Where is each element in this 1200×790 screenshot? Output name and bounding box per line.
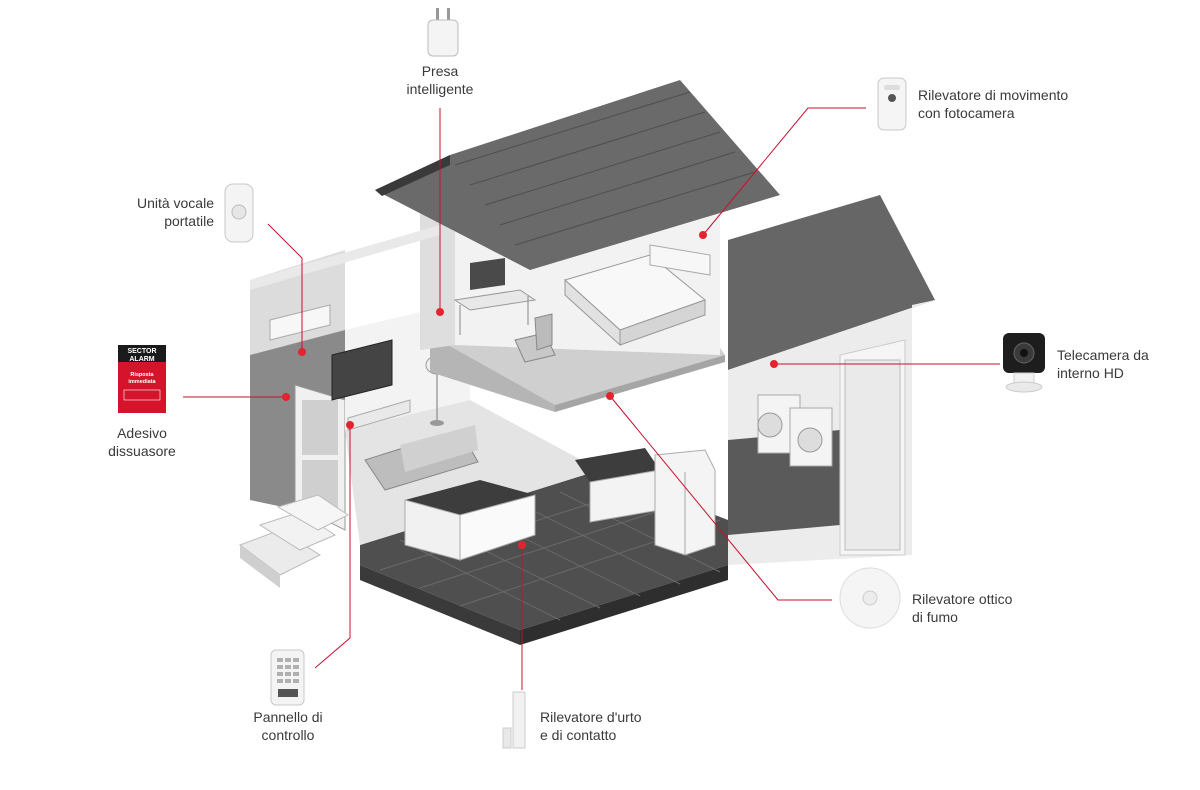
- callout-dots: [282, 231, 778, 549]
- label-sticker-line2: dissuasore: [108, 443, 176, 459]
- contact-sensor-icon: [502, 691, 526, 749]
- label-motion-camera: Rilevatore di movimento con fotocamera: [918, 86, 1118, 122]
- label-voice-unit-line2: portatile: [164, 213, 214, 229]
- label-smoke-detector-line1: Rilevatore ottico: [912, 591, 1013, 607]
- label-smoke-detector-line2: di fumo: [912, 609, 958, 625]
- label-control-panel-line1: Pannello di: [253, 709, 323, 725]
- entry-steps: [238, 494, 349, 588]
- dot-smart-plug: [436, 308, 444, 316]
- callout-line-smoke-detector: [609, 395, 832, 601]
- label-smart-plug-line1: Presa: [421, 63, 459, 79]
- callout-line-voice-unit: [267, 223, 303, 352]
- label-smart-plug-line2: intelligente: [406, 81, 474, 97]
- dot-motion-camera: [699, 231, 707, 239]
- label-hd-camera: Telecamera da interno HD: [1057, 346, 1187, 382]
- callout-line-control-panel: [314, 425, 351, 669]
- label-shock-contact-line1: Rilevatore d'urto: [540, 709, 642, 725]
- hd-camera-icon: [1003, 333, 1045, 393]
- smart-plug-icon: [427, 8, 459, 57]
- dot-shock-contact: [518, 541, 526, 549]
- label-shock-contact: Rilevatore d'urto e di contatto: [540, 708, 680, 744]
- label-smoke-detector: Rilevatore ottico di fumo: [912, 590, 1062, 626]
- label-shock-contact-line2: e di contatto: [540, 727, 617, 743]
- dot-control-panel: [346, 421, 354, 429]
- label-motion-camera-line2: con fotocamera: [918, 105, 1015, 121]
- back-wall: [250, 225, 440, 290]
- voice-unit-icon: [224, 183, 254, 243]
- sticker-text-1: Risposta: [130, 372, 154, 378]
- label-control-panel: Pannello di controllo: [238, 708, 338, 744]
- house-illustration: [238, 80, 935, 645]
- dot-voice-unit: [298, 348, 306, 356]
- sticker-text-2: immediata: [128, 379, 156, 385]
- label-hd-camera-line1: Telecamera da: [1057, 347, 1149, 363]
- callout-lines: [183, 107, 1000, 690]
- label-control-panel-line2: controllo: [261, 727, 315, 743]
- dot-hd-camera: [770, 360, 778, 368]
- callout-line-motion-camera: [702, 107, 866, 236]
- smoke-detector-icon: [839, 567, 901, 629]
- label-voice-unit-line1: Unità vocale: [136, 195, 214, 211]
- label-hd-camera-line2: interno HD: [1057, 365, 1124, 381]
- main-roof: [375, 80, 780, 270]
- laundry-annex: [728, 195, 935, 565]
- label-sticker-line1: Adesivo: [117, 425, 167, 441]
- label-voice-unit: Unità vocale portatile: [96, 194, 214, 230]
- dot-sticker: [282, 393, 290, 401]
- keypad-icon: [270, 649, 305, 706]
- motion-camera-icon: [877, 77, 907, 131]
- label-motion-camera-line1: Rilevatore di movimento: [918, 87, 1069, 103]
- kitchen: [404, 448, 716, 561]
- left-wall: [250, 250, 346, 531]
- sticker-brand-1: SECTOR: [127, 348, 156, 355]
- label-sticker: Adesivo dissuasore: [92, 424, 192, 460]
- label-smart-plug: Presa intelligente: [388, 62, 492, 98]
- sticker-brand-2: ALARM: [129, 356, 154, 363]
- dot-smoke-detector: [606, 392, 614, 400]
- sticker-icon: SECTOR ALARM Risposta immediata: [118, 345, 166, 413]
